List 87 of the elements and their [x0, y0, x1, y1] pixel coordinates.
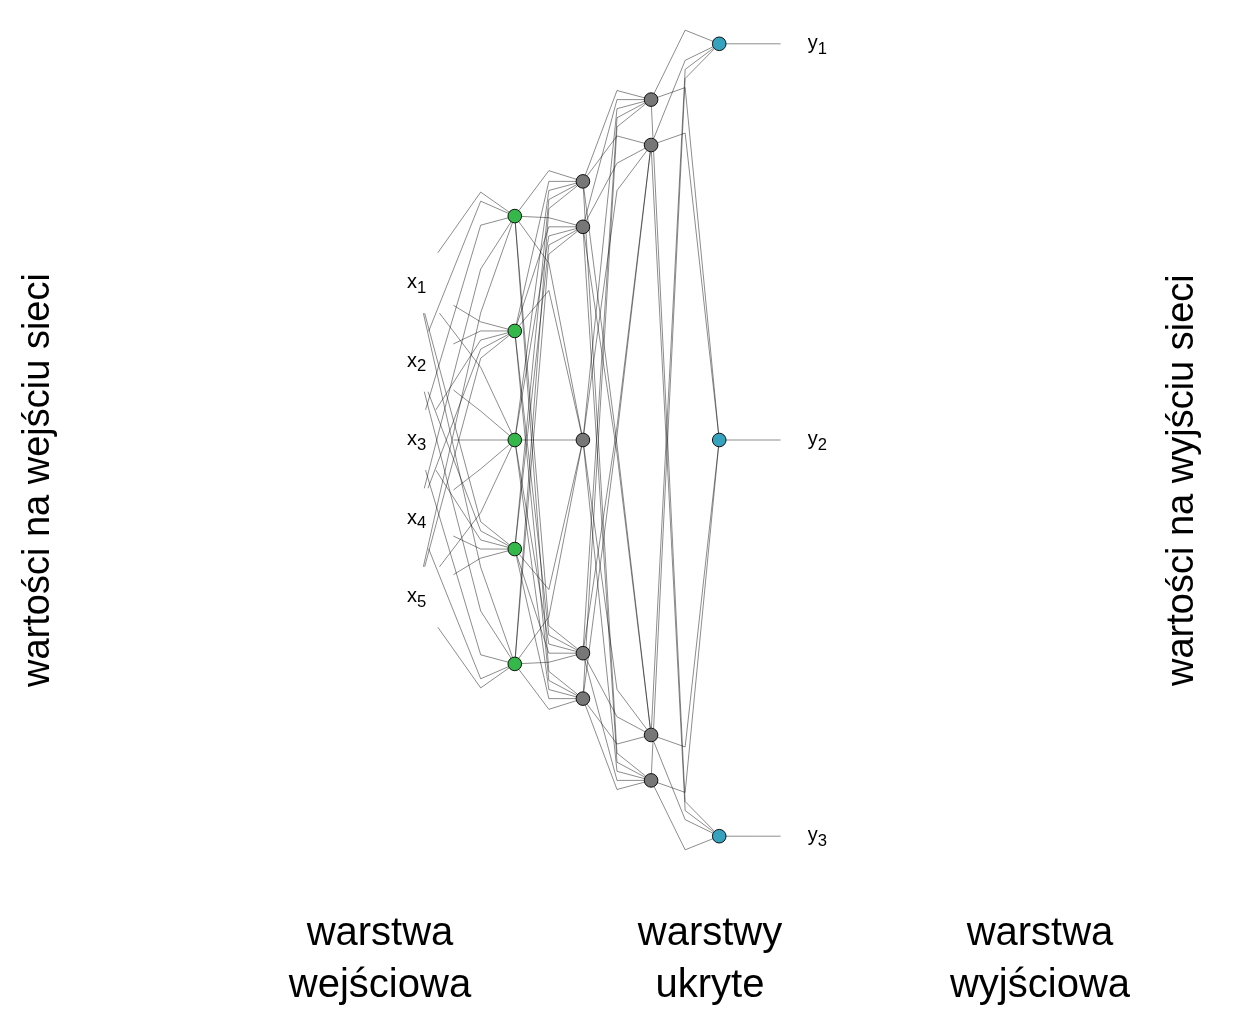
connector: [453, 535, 509, 550]
node-circle: [507, 323, 523, 339]
connector: [725, 439, 781, 441]
node-text: x$_{3}$: [406, 427, 427, 454]
connector: [516, 226, 577, 325]
connector: [425, 469, 509, 663]
node-circle: [643, 773, 659, 788]
connector: [424, 391, 512, 659]
connector: [725, 43, 781, 45]
connector: [583, 101, 645, 434]
node-circle: [507, 656, 523, 672]
node-text: y$_{1}$: [807, 30, 828, 58]
connector: [521, 654, 577, 664]
connector: [518, 170, 577, 211]
connector: [453, 550, 509, 575]
connector: [518, 290, 582, 434]
connector: [584, 99, 645, 221]
node-text: x$_{1}$: [406, 270, 427, 297]
connector: [583, 150, 648, 434]
node-circle: [507, 541, 523, 557]
connector: [586, 703, 645, 745]
axis-title: wartości na wyjściu sieci: [1159, 273, 1202, 688]
node-circle: [575, 691, 591, 706]
connector: [515, 182, 577, 434]
connector: [585, 704, 645, 790]
connector: [453, 305, 509, 330]
connector: [423, 312, 513, 658]
connector: [583, 446, 645, 779]
node-text: y$_{3}$: [807, 823, 828, 850]
connector: [453, 330, 509, 345]
node-circle: [711, 828, 727, 844]
connector: [435, 469, 509, 548]
node-circle: [507, 208, 523, 224]
connector: [437, 191, 510, 254]
connector: [453, 389, 510, 436]
node-circle: [575, 174, 591, 189]
connector: [428, 200, 509, 332]
node-circle: [643, 727, 659, 743]
connector: [428, 548, 509, 680]
node-text: x$_{2}$: [406, 348, 427, 375]
connector: [653, 46, 714, 139]
connector: [435, 332, 509, 411]
connector: [424, 312, 510, 545]
connector: [653, 29, 714, 94]
layer-label: warstwa wyjściowa: [948, 908, 1131, 1007]
connector: [516, 181, 577, 325]
connector: [585, 148, 646, 222]
node-circle: [711, 432, 727, 448]
layer-label: warstwy ukryte: [636, 908, 784, 1007]
connector: [521, 216, 577, 226]
connector: [584, 659, 645, 781]
connector: [453, 444, 510, 491]
node-text: x$_{4}$: [406, 505, 427, 532]
connector: [725, 835, 781, 837]
connector: [424, 221, 512, 489]
connector: [583, 446, 648, 730]
connector: [586, 135, 645, 177]
connector: [424, 335, 510, 568]
connector: [425, 217, 509, 411]
connector: [518, 669, 577, 710]
node-circle: [575, 645, 591, 661]
axis-title: wartości na wejściu sieci: [15, 272, 58, 689]
connector: [585, 658, 646, 732]
node-text: y$_{2}$: [807, 427, 828, 454]
connector: [453, 439, 509, 441]
connector: [516, 555, 577, 699]
node-circle: [575, 219, 591, 235]
connector: [439, 445, 513, 568]
connector: [518, 446, 582, 590]
connector: [427, 391, 509, 547]
connector: [437, 626, 510, 689]
connector: [423, 222, 513, 568]
node-circle: [711, 36, 727, 52]
node-circle: [643, 137, 659, 153]
connector: [653, 786, 714, 851]
connector: [516, 555, 577, 654]
connector: [439, 312, 513, 435]
connector: [521, 439, 577, 441]
node-circle: [575, 432, 591, 448]
layer-label: warstwa wejściowa: [287, 908, 473, 1007]
connector: [515, 446, 577, 698]
node-circle: [507, 432, 523, 448]
connector: [585, 90, 645, 176]
node-text: x$_{5}$: [406, 584, 427, 611]
connector: [653, 741, 714, 834]
connector: [427, 333, 509, 489]
node-circle: [643, 92, 659, 107]
